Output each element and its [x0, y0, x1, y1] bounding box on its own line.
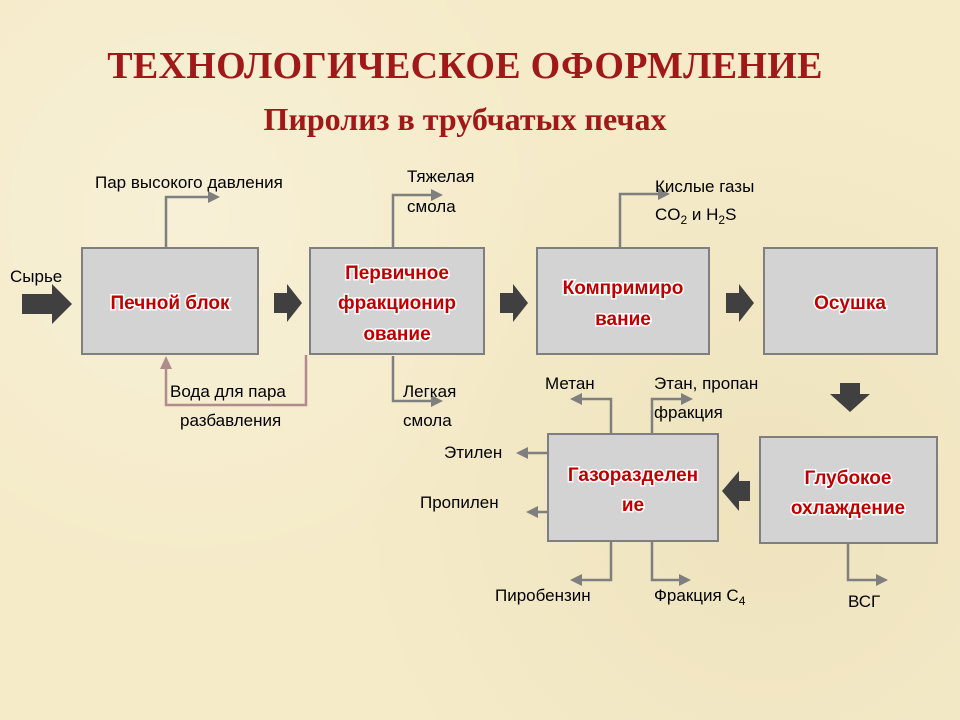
svg-text:вание: вание [595, 309, 651, 330]
acid-gases-formula: CO2 и H2S [655, 205, 736, 227]
vsg-arrowhead [876, 574, 888, 586]
page-title: ТЕХНОЛОГИЧЕСКОЕ ОФОРМЛЕНИЕ [107, 45, 823, 87]
page-subtitle: Пиролиз в трубчатых печах [263, 101, 667, 137]
acid-gases-line [618, 192, 660, 248]
svg-text:Осушка: Осушка [814, 293, 886, 314]
pyrobenzine-label: Пиробензин [495, 586, 591, 605]
methane-line [580, 397, 613, 434]
ethane-propane-label-1: Этан, пропан [654, 374, 758, 393]
svg-text:ование: ование [363, 324, 430, 345]
vsg-line [846, 544, 878, 582]
furnace-block: Печной блок [81, 247, 259, 355]
svg-text:Газоразделен: Газоразделен [568, 465, 698, 486]
flow-arrow-1 [274, 284, 302, 322]
feed-label: Сырье [10, 267, 62, 286]
water-arrowhead [160, 356, 172, 369]
pyrobenzine-line [580, 541, 613, 582]
water-label-2: разбавления [180, 411, 281, 430]
fractionation-block: Первичное фракционир ование [309, 247, 485, 355]
light-tar-label-1: Легкая [403, 382, 456, 401]
methane-arrowhead [570, 393, 582, 405]
fractionation-label-2: фракционир [338, 293, 456, 314]
light-tar-arrowhead [431, 395, 443, 407]
svg-text:Компримиро: Компримиро [563, 278, 684, 299]
flow-arrow-3 [726, 284, 754, 322]
gas-separation-label-2: ие [622, 495, 644, 516]
flow-arrow-2 [500, 284, 528, 322]
compression-label-1: Компримиро [563, 278, 684, 299]
fractionation-label-3: ование [363, 324, 430, 345]
flow-arrow-down [830, 383, 870, 412]
compression-label-2: вание [595, 309, 651, 330]
ethylene-label: Этилен [444, 443, 502, 462]
fractionation-label-1: Первичное [345, 263, 449, 284]
heavy-tar-line [391, 193, 433, 248]
gas-separation-label-1: Газоразделен [568, 465, 698, 486]
c4-line [650, 541, 681, 582]
deep-cooling-label-2: охлаждение [791, 498, 905, 519]
steam-label: Пар высокого давления [95, 173, 283, 192]
water-label-1: Вода для пара [170, 382, 286, 401]
water-line [164, 355, 308, 407]
acid-gases-label: Кислые газы [655, 177, 754, 196]
drying-block: Осушка [763, 247, 938, 355]
light-tar-line [391, 356, 433, 403]
heavy-tar-label-1: Тяжелая [407, 167, 474, 186]
heavy-tar-label-2: смола [407, 197, 456, 216]
steam-line [164, 195, 210, 248]
svg-text:Глубокое: Глубокое [805, 468, 892, 489]
propylene-label: Пропилен [420, 493, 499, 512]
feed-arrow [22, 284, 72, 324]
pyrobenzine-arrowhead [570, 574, 582, 586]
svg-text:Первичное: Первичное [345, 263, 449, 284]
ethylene-arrowhead [516, 447, 528, 459]
flow-arrow-left [722, 471, 750, 511]
svg-text:охлаждение: охлаждение [791, 498, 905, 519]
deep-cooling-block: Глубокое охлаждение [759, 436, 938, 544]
methane-label: Метан [545, 374, 595, 393]
c4-fraction-label: Фракция С4 [654, 586, 746, 608]
svg-text:ие: ие [622, 495, 644, 516]
gas-separation-block: Газоразделен ие [547, 433, 719, 542]
furnace-label: Печной блок [110, 293, 230, 314]
light-tar-label-2: смола [403, 411, 452, 430]
vsg-label: ВСГ [848, 592, 880, 611]
svg-text:фракционир: фракционир [338, 293, 456, 314]
deep-cooling-label-1: Глубокое [805, 468, 892, 489]
ethane-propane-label-2: фракция [654, 403, 723, 422]
heavy-tar-arrowhead [431, 189, 443, 201]
ethane-line [650, 397, 683, 434]
ethane-arrowhead [681, 393, 693, 405]
c4-arrowhead [679, 574, 691, 586]
compression-block: Компримиро вание [536, 247, 710, 355]
drying-label: Осушка [814, 293, 886, 314]
steam-arrowhead [208, 191, 220, 203]
propylene-arrowhead [526, 506, 538, 518]
acid-gases-arrowhead [658, 188, 670, 200]
svg-text:Печной блок: Печной блок [110, 293, 230, 314]
